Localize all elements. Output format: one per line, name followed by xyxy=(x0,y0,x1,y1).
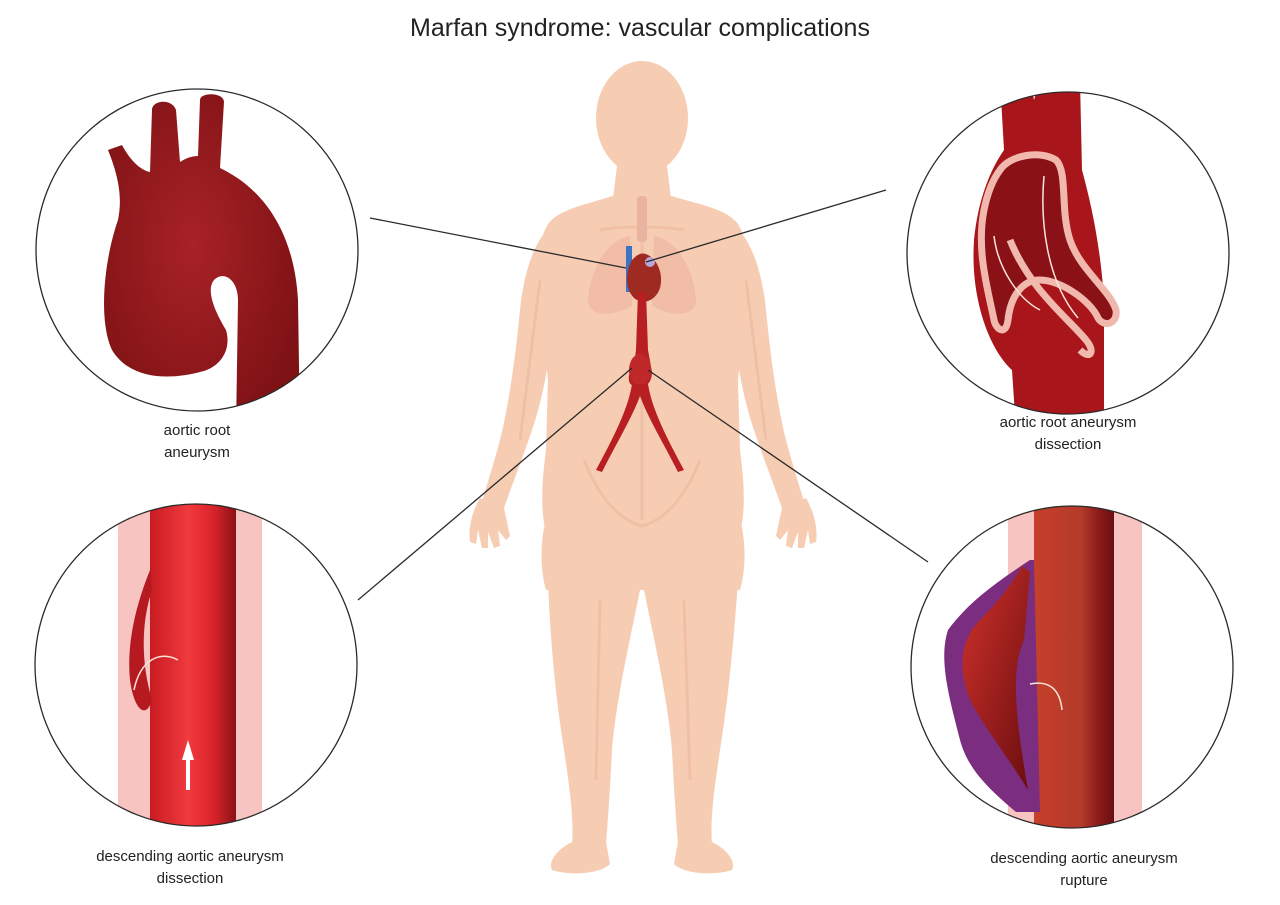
connector-desc-dissection xyxy=(357,367,633,601)
vessel-wall-right xyxy=(1110,506,1142,828)
body-aorta xyxy=(596,246,684,472)
panel-aortic-root-dissection xyxy=(906,91,1230,415)
body-left-hand xyxy=(469,498,510,548)
body-neck xyxy=(612,158,672,206)
label-descending-dissection: descending aortic aneurysm dissection xyxy=(96,848,284,887)
trachea xyxy=(637,196,647,242)
connector-desc-rupture xyxy=(647,369,929,563)
body-right-foot xyxy=(674,842,734,874)
panel-descending-rupture xyxy=(910,505,1234,829)
connector-root-dissection xyxy=(645,189,887,263)
body-hips xyxy=(541,520,745,590)
connector-aortic-root xyxy=(369,217,627,269)
panel-descending-dissection xyxy=(34,503,358,827)
label-aortic-root-aneurysm: aortic root aneurysm xyxy=(163,422,231,461)
aorta-lumen xyxy=(1034,506,1114,828)
connector-lines xyxy=(357,189,929,601)
flow-arrow-up xyxy=(182,740,194,790)
page-title: Marfan syndrome: vascular complications xyxy=(410,14,870,42)
body-right-arm xyxy=(726,220,806,514)
panel-aortic-root-aneurysm xyxy=(35,88,359,412)
body-right-leg xyxy=(644,580,738,845)
aortic-arch-aneurysm xyxy=(104,94,300,411)
body-right-hand xyxy=(776,498,817,548)
flow-arrow-tear xyxy=(133,655,179,691)
dissection-flap xyxy=(1006,238,1095,358)
intimal-tear xyxy=(129,570,152,711)
body-left-foot xyxy=(550,842,610,874)
human-body-figure xyxy=(469,61,817,874)
label-aortic-root-dissection: aortic root aneurysm dissection xyxy=(999,414,1137,453)
rupture-clot xyxy=(962,566,1030,790)
dissection-false-lumen xyxy=(977,151,1120,334)
lungs xyxy=(588,236,696,314)
body-left-arm xyxy=(480,220,560,514)
flow-arrow-2 xyxy=(993,235,1041,311)
flow-arrow-1 xyxy=(1042,175,1079,319)
body-head xyxy=(596,61,688,175)
label-descending-rupture: descending aortic aneurysm rupture xyxy=(990,850,1178,889)
aorta-lumen xyxy=(150,504,236,826)
body-left-leg xyxy=(548,580,640,845)
flow-arrow-rupture xyxy=(1029,682,1063,711)
vessel-wall-right xyxy=(232,504,262,826)
